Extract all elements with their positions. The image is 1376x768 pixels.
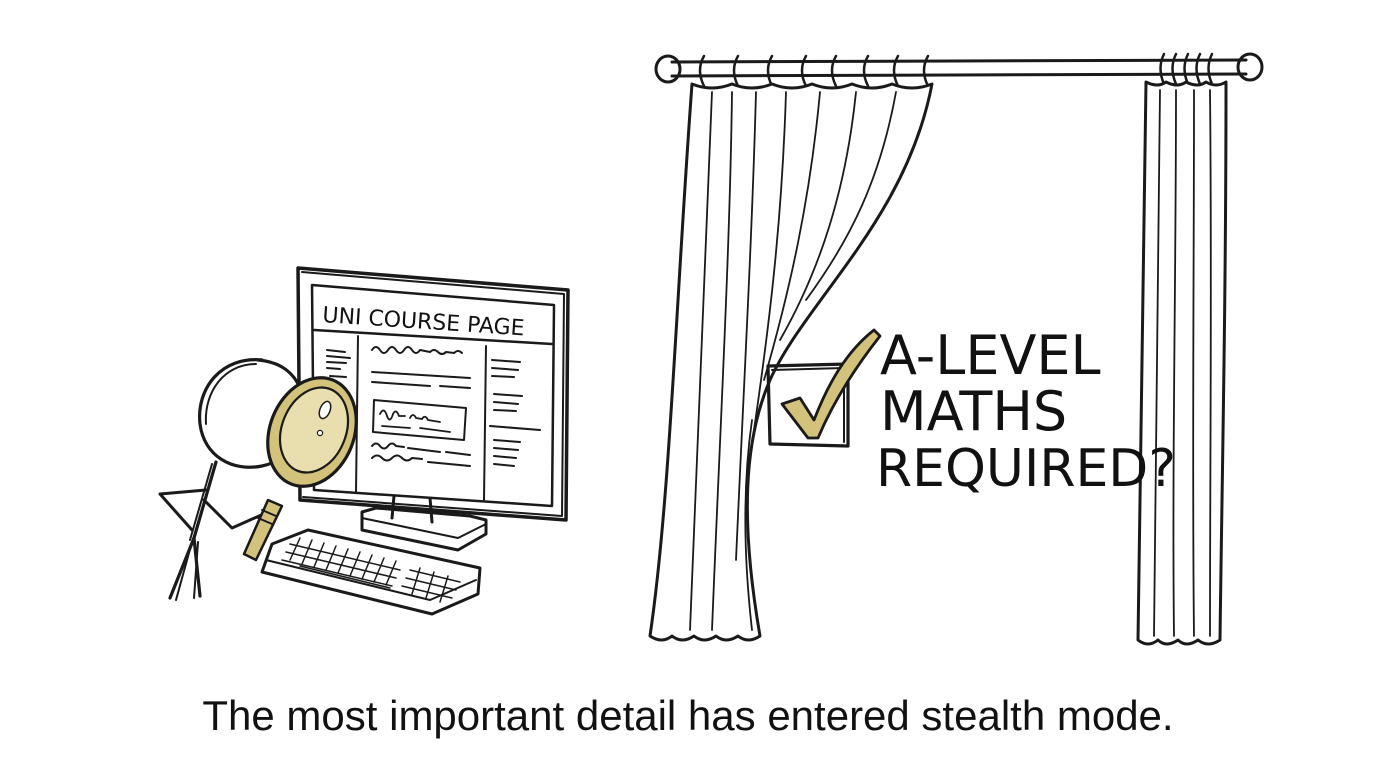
screen-main-content <box>371 346 471 467</box>
sign-line-2: MATHS <box>880 380 1067 443</box>
right-curtain <box>1136 80 1228 646</box>
keyboard <box>260 528 482 616</box>
screen-right-sidebar <box>483 345 541 501</box>
checkmark-icon <box>780 328 882 440</box>
curtain-rod <box>654 52 1264 88</box>
sign-line-3: REQUIRED? <box>876 439 1176 499</box>
caption: The most important detail has entered st… <box>202 692 1174 739</box>
requirement-text: A-LEVEL MATHS REQUIRED? <box>876 324 1176 499</box>
magnifying-glass-icon <box>242 376 358 562</box>
stick-figure <box>158 358 307 601</box>
sign-line-1: A-LEVEL <box>880 324 1101 387</box>
left-curtain <box>648 82 934 642</box>
monitor-stand <box>360 494 488 552</box>
